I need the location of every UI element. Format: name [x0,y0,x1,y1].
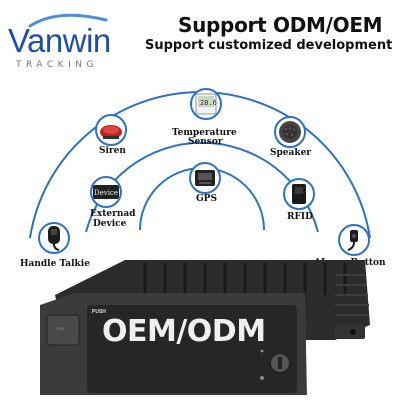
external-device-node: Device [90,176,122,208]
mdvr-device [40,260,370,395]
usb-label: USB [56,326,65,331]
speaker-label: Speaker [270,148,312,158]
headline: Support ODM/OEM [178,13,383,37]
siren-label: Siren [99,146,126,156]
speaker-icon [279,121,301,143]
logo-swoosh-icon [28,13,108,28]
alarm-button-icon [347,230,358,251]
subheadline: Support customized development [145,38,393,53]
temperature-sensor-label-line2: Sensor [188,137,223,147]
speaker-node [274,116,306,148]
gps-label: GPS [196,194,217,204]
push-label: PUSH [92,309,106,315]
alarm-button-node [338,224,370,256]
handle-talkie-label: Handle Talkie [20,259,90,269]
brand-logo: Vanwin TRACKING [8,10,126,70]
brand-tagline: TRACKING [16,60,98,70]
rfid-reader-icon [292,184,306,204]
siren-icon [100,125,122,139]
external-device-label-line1: Externad [90,209,136,219]
external-device-label-line2: Device [93,219,127,229]
device-panel-text: OEM/ODM [102,314,266,349]
external-device-icon: Device [93,185,119,199]
handheld-microphone-icon [48,226,60,251]
brand-name: Vanwin [8,22,111,59]
gps-module-icon [195,170,215,186]
external-device-text: Device [94,189,118,197]
siren-node [95,114,127,146]
gps-node [189,162,221,194]
temperature-sensor-node: 28.6 [190,88,222,120]
temperature-sensor-label-line1: Temperature [172,128,237,138]
svg-text:28.6: 28.6 [200,99,217,107]
rfid-node [283,178,315,210]
rfid-label: RFID [287,212,313,222]
handle-talkie-node [38,222,70,254]
thermometer-display-icon: 28.6 [195,93,217,115]
